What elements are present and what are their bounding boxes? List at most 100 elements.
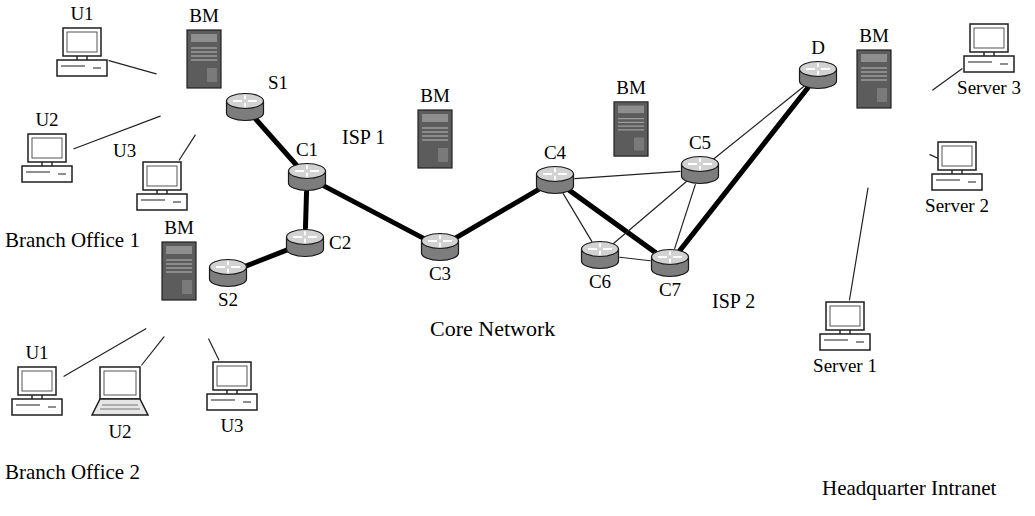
node-label: S2 bbox=[218, 289, 238, 311]
router: S2 bbox=[208, 258, 248, 288]
network-cloud: ISP 2C4C5C6C7BM bbox=[515, 128, 790, 333]
network-link bbox=[613, 181, 687, 244]
node-label: S1 bbox=[268, 72, 288, 94]
server-icon bbox=[612, 100, 650, 158]
router: C4 bbox=[535, 165, 575, 195]
router-icon bbox=[535, 165, 575, 195]
node-label: U2 bbox=[35, 109, 58, 131]
laptop-icon bbox=[90, 365, 150, 420]
node-label: ISP 1 bbox=[342, 126, 385, 149]
node-label: Branch Office 2 bbox=[5, 460, 140, 484]
computer: U1 bbox=[55, 26, 109, 80]
router: C1 bbox=[287, 162, 327, 192]
computer-icon bbox=[55, 26, 109, 80]
router-icon bbox=[225, 92, 265, 122]
network-link bbox=[675, 185, 696, 249]
node-label: C4 bbox=[544, 142, 566, 164]
network-link bbox=[575, 171, 680, 178]
server-icon bbox=[185, 28, 223, 90]
backbone-link bbox=[305, 192, 306, 228]
network-cloud: ISP 1C1C2C3BM bbox=[258, 112, 506, 302]
router: C7 bbox=[650, 248, 690, 278]
node-label: Core Network bbox=[430, 316, 555, 341]
node-label: BM bbox=[859, 25, 889, 47]
router: C3 bbox=[420, 232, 460, 262]
network-cloud: Branch Office 2BMS2 bbox=[120, 255, 262, 350]
node-label: Headquarter Intranet bbox=[822, 476, 996, 500]
bm-server: BM bbox=[185, 28, 223, 90]
router: C5 bbox=[680, 155, 720, 185]
router-icon bbox=[287, 162, 327, 192]
node-label: C6 bbox=[589, 271, 611, 293]
router-icon bbox=[420, 232, 460, 262]
node-label: C2 bbox=[329, 232, 351, 254]
laptop: U2 bbox=[90, 365, 150, 420]
network-link bbox=[714, 86, 805, 159]
computer-icon bbox=[205, 360, 259, 414]
server-icon bbox=[160, 240, 198, 302]
backbone-link bbox=[680, 88, 808, 250]
server-icon bbox=[416, 108, 454, 170]
computer: Server 3 bbox=[962, 22, 1016, 76]
bm-server: BM bbox=[416, 108, 454, 170]
node-label: BM bbox=[189, 5, 219, 27]
node-label: Server 1 bbox=[813, 355, 877, 377]
node-label: U3 bbox=[220, 415, 243, 437]
node-label: C5 bbox=[689, 132, 711, 154]
router: C2 bbox=[285, 228, 325, 258]
computer: U3 bbox=[205, 360, 259, 414]
core-network-ellipse: Core NetworkISP 1C1C2C3BMISP 2C4C5C6C7BM bbox=[245, 105, 895, 360]
node-label: U3 bbox=[113, 140, 136, 162]
node-label: ISP 2 bbox=[712, 290, 755, 313]
computer: Server 1 bbox=[818, 300, 872, 354]
router-icon bbox=[798, 60, 838, 90]
bm-server: BM bbox=[855, 48, 893, 110]
router-icon bbox=[650, 248, 690, 278]
router: S1 bbox=[225, 92, 265, 122]
router: C6 bbox=[580, 240, 620, 270]
computer-icon bbox=[135, 160, 189, 214]
computer-icon bbox=[930, 140, 984, 194]
computer-icon bbox=[962, 22, 1016, 76]
node-label: BM bbox=[164, 217, 194, 239]
node-label: BM bbox=[616, 77, 646, 99]
node-label: C3 bbox=[429, 263, 451, 285]
network-link bbox=[142, 337, 164, 365]
network-link bbox=[849, 188, 868, 300]
network-link bbox=[109, 61, 156, 74]
node-label: Branch Office 1 bbox=[5, 228, 140, 252]
backbone-link bbox=[456, 189, 539, 238]
computer-icon bbox=[818, 300, 872, 354]
bm-server: BM bbox=[160, 240, 198, 302]
bm-server: BM bbox=[612, 100, 650, 158]
backbone-link bbox=[323, 186, 423, 239]
network-link bbox=[209, 339, 219, 360]
router-icon bbox=[580, 240, 620, 270]
node-label: C7 bbox=[659, 279, 681, 301]
backbone-link bbox=[256, 119, 296, 164]
node-label: Server 2 bbox=[925, 195, 989, 217]
network-cloud: Branch Office 1BMS1 bbox=[140, 35, 305, 150]
node-label: U2 bbox=[108, 421, 131, 443]
computer: U1 bbox=[10, 365, 64, 419]
router-icon bbox=[208, 258, 248, 288]
router: D bbox=[798, 60, 838, 90]
router-icon bbox=[285, 228, 325, 258]
backbone-link bbox=[246, 250, 288, 266]
network-link bbox=[179, 135, 195, 160]
node-label: Server 3 bbox=[957, 77, 1021, 99]
network-link bbox=[620, 257, 650, 260]
router-icon bbox=[680, 155, 720, 185]
server-icon bbox=[855, 48, 893, 110]
node-label: U1 bbox=[25, 342, 48, 364]
node-label: D bbox=[811, 37, 825, 59]
computer-icon bbox=[10, 365, 64, 419]
node-label: C1 bbox=[296, 139, 318, 161]
node-label: U1 bbox=[70, 3, 93, 25]
computer: U3 bbox=[135, 160, 189, 214]
computer: Server 2 bbox=[930, 140, 984, 194]
computer: U2 bbox=[20, 132, 74, 186]
node-label: BM bbox=[420, 85, 450, 107]
computer-icon bbox=[20, 132, 74, 186]
